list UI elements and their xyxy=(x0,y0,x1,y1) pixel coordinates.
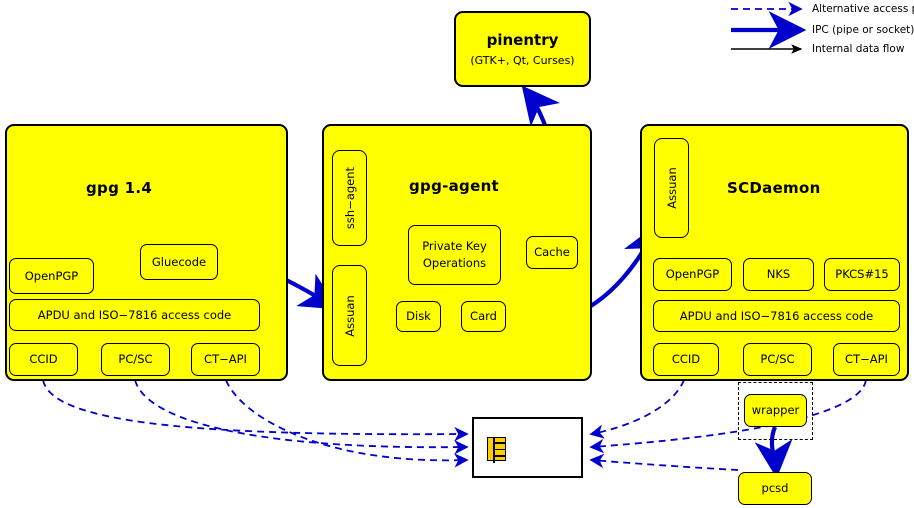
scdaemon-assuan-box[interactable]: Assuan xyxy=(654,138,689,238)
wrapper-box[interactable]: wrapper xyxy=(744,394,807,427)
scdaemon-ccid-box[interactable]: CCID xyxy=(653,343,719,376)
agent-cache-box[interactable]: Cache xyxy=(526,236,578,269)
agent-disk-box[interactable]: Disk xyxy=(396,301,441,332)
gpg-ctapi-box[interactable]: CT−API xyxy=(191,343,260,376)
agent-pko-line1: Private Key xyxy=(422,239,487,254)
gpg-gluecode-box[interactable]: Gluecode xyxy=(140,244,218,280)
pcsd-box[interactable]: pcsd xyxy=(738,472,812,505)
panel-gpg-agent-title: gpg-agent xyxy=(409,177,500,195)
alt-paths-scdaemon-to-card xyxy=(589,379,867,471)
legend-item-ipc: IPC (pipe or socket) xyxy=(812,24,914,36)
agent-assuan-label: Assuan xyxy=(342,294,357,337)
agent-private-key-operations-box[interactable]: Private Key Operations xyxy=(408,225,501,285)
scdaemon-ctapi-box[interactable]: CT−API xyxy=(833,343,900,376)
agent-ssh-agent-label: ssh−agent xyxy=(342,166,357,230)
gpg-ccid-box[interactable]: CCID xyxy=(9,343,78,376)
gpg-openpgp-box[interactable]: OpenPGP xyxy=(9,258,94,294)
pinentry-title: pinentry xyxy=(486,31,559,49)
wrapper-dashed-enclosure xyxy=(738,382,813,440)
alt-paths-gpg-to-card xyxy=(42,379,469,468)
pinentry-box[interactable]: pinentry (GTK+, Qt, Curses) xyxy=(454,11,591,87)
agent-pko-line2: Operations xyxy=(422,256,487,270)
pinentry-subtitle: (GTK+, Qt, Curses) xyxy=(470,54,575,67)
legend-item-alternative-access-paths: Alternative access paths xyxy=(812,3,914,15)
scdaemon-assuan-label: Assuan xyxy=(664,167,679,209)
gpg-pcsc-box[interactable]: PC/SC xyxy=(101,343,170,376)
panel-gpg14-title: gpg 1.4 xyxy=(86,179,153,197)
gpg-apdu-box[interactable]: APDU and ISO−7816 access code xyxy=(9,299,260,331)
agent-card-box[interactable]: Card xyxy=(461,301,506,332)
smartcard[interactable] xyxy=(472,417,583,478)
legend-item-internal-data-flow: Internal data flow xyxy=(812,43,905,55)
agent-ssh-agent-box[interactable]: ssh−agent xyxy=(332,150,367,246)
panel-scdaemon-title: SCDaemon xyxy=(727,179,821,197)
legend-line-art xyxy=(731,1,807,54)
scdaemon-apdu-box[interactable]: APDU and ISO−7816 access code xyxy=(653,300,900,332)
smartcard-chip-icon xyxy=(487,437,506,463)
scdaemon-openpgp-box[interactable]: OpenPGP xyxy=(653,258,732,291)
agent-assuan-box[interactable]: Assuan xyxy=(332,265,367,366)
scdaemon-pkcs15-box[interactable]: PKCS#15 xyxy=(824,258,900,291)
scdaemon-pcsc-box[interactable]: PC/SC xyxy=(743,343,812,376)
scdaemon-nks-box[interactable]: NKS xyxy=(743,258,814,291)
